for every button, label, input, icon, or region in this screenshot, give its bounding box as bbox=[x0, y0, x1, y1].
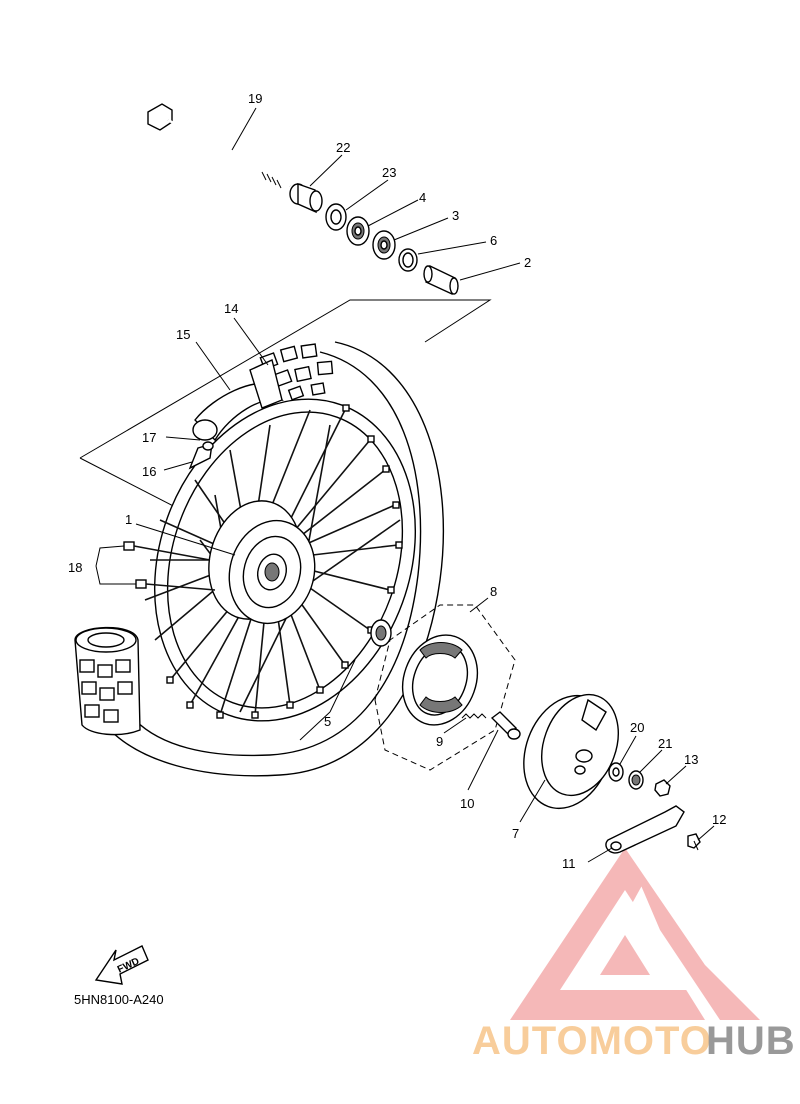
hub bbox=[208, 500, 316, 625]
spacer bbox=[423, 264, 459, 296]
watermark-brand-part1: AUTOMOTO bbox=[472, 1019, 712, 1063]
brake-spring bbox=[461, 713, 487, 719]
label-21: 21 bbox=[658, 736, 672, 751]
label-20: 20 bbox=[630, 720, 644, 735]
label-3: 3 bbox=[452, 208, 459, 223]
camshaft bbox=[490, 711, 521, 740]
label-16: 16 bbox=[142, 464, 156, 479]
label-17: 17 bbox=[142, 430, 156, 445]
circlip bbox=[398, 248, 418, 272]
inner-tube bbox=[192, 359, 284, 442]
valve bbox=[188, 441, 214, 470]
drawing-code: 5HN8100-A240 bbox=[74, 992, 164, 1007]
label-8: 8 bbox=[490, 584, 497, 599]
label-5: 5 bbox=[324, 714, 331, 729]
bolt bbox=[687, 833, 701, 851]
label-7: 7 bbox=[512, 826, 519, 841]
label-14: 14 bbox=[224, 301, 238, 316]
label-19: 19 bbox=[248, 91, 262, 106]
label-2: 2 bbox=[524, 255, 531, 270]
washer bbox=[608, 762, 624, 782]
spoke-set bbox=[123, 541, 216, 591]
label-22: 22 bbox=[336, 140, 350, 155]
label-11: 11 bbox=[562, 856, 576, 871]
label-12: 12 bbox=[712, 812, 726, 827]
fwd-arrow-icon: FWD bbox=[94, 945, 149, 985]
label-9: 9 bbox=[436, 734, 443, 749]
spoke-nipples bbox=[166, 404, 403, 719]
label-23: 23 bbox=[382, 165, 396, 180]
collar bbox=[289, 183, 323, 214]
seal-21 bbox=[628, 770, 644, 790]
label-18: 18 bbox=[68, 560, 82, 575]
label-1: 1 bbox=[125, 512, 132, 527]
watermark-brand-part2: HUB bbox=[706, 1019, 796, 1063]
bearing-4 bbox=[346, 216, 370, 246]
automotohub-logo bbox=[510, 848, 760, 1020]
label-15: 15 bbox=[176, 327, 190, 342]
label-13: 13 bbox=[684, 752, 698, 767]
brake-shoe-plate bbox=[523, 693, 619, 810]
watermark-text: AUTOMOTO HUB bbox=[472, 1019, 796, 1063]
oil-seal bbox=[325, 203, 347, 231]
cam-lever bbox=[605, 805, 685, 854]
label-10: 10 bbox=[460, 796, 474, 811]
label-6: 6 bbox=[490, 233, 497, 248]
axle bbox=[147, 103, 291, 189]
bearing-3 bbox=[372, 230, 396, 260]
part-labels: 19 22 23 4 3 6 2 14 15 17 16 1 18 8 5 9 … bbox=[68, 91, 726, 871]
leader-lines bbox=[95, 107, 715, 863]
hub-bearing bbox=[370, 619, 392, 647]
label-4: 4 bbox=[419, 190, 426, 205]
brake-shoe-kit-enclosure bbox=[374, 604, 516, 771]
